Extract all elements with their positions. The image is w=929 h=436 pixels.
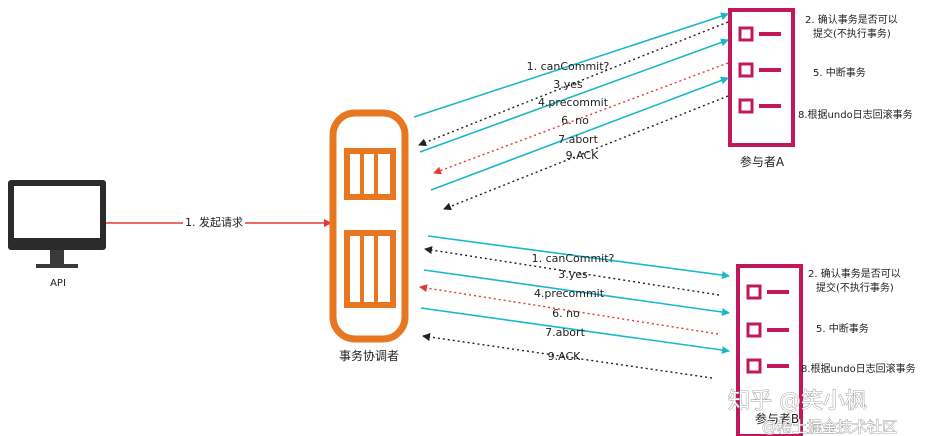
participant-a-label: 参与者A bbox=[740, 154, 785, 169]
server-icon bbox=[329, 109, 409, 343]
checklist-icon bbox=[736, 264, 803, 436]
participant-b-note-3: 5. 中断事务 bbox=[816, 322, 869, 335]
participant-a-note-2: 提交(不执行事务) bbox=[813, 27, 891, 40]
arrow-ack-b bbox=[422, 333, 713, 379]
arrow-no-a bbox=[433, 62, 729, 175]
message-b-no: 6. no bbox=[552, 307, 580, 320]
message-a-precommit: 4.precommit bbox=[538, 96, 609, 109]
api-label: API bbox=[50, 278, 66, 289]
arrow-no-b bbox=[419, 284, 719, 335]
participant-b-label: 参与者B bbox=[755, 411, 799, 426]
message-b-precommit: 4.precommit bbox=[534, 287, 605, 300]
participant-b-note-1: 2. 确认事务是否可以 bbox=[808, 267, 901, 280]
arrow-precommit-a bbox=[419, 38, 729, 153]
checklist-icon bbox=[728, 8, 795, 147]
arrow-yes-a bbox=[418, 21, 729, 147]
watermark-line-2: @稀土掘金技术社区 bbox=[762, 418, 897, 436]
message-a-ack: 9.ACK bbox=[566, 149, 600, 162]
monitor-icon bbox=[8, 180, 106, 268]
message-b-ack: 9.ACK bbox=[548, 350, 582, 363]
coordinator-label: 事务协调者 bbox=[339, 348, 399, 363]
message-b-yes: 3.yes bbox=[558, 268, 588, 281]
arrow-ack-a bbox=[443, 95, 729, 211]
message-b-abort: 7.abort bbox=[545, 326, 585, 339]
request-label: 1. 发起请求 bbox=[185, 215, 243, 229]
arrow-abort-a bbox=[430, 76, 729, 191]
participant-b-note-4: 8.根据undo日志回滚事务 bbox=[801, 362, 916, 375]
arrow-precommit-b bbox=[423, 269, 730, 316]
message-b-cancommit: 1. canCommit? bbox=[532, 252, 615, 265]
participant-a-note-4: 8.根据undo日志回滚事务 bbox=[798, 108, 913, 121]
message-a-abort: 7.abort bbox=[558, 133, 598, 146]
participant-a-note-1: 2. 确认事务是否可以 bbox=[805, 13, 898, 26]
message-a-no: 6. no bbox=[561, 114, 589, 127]
arrow-abort-b bbox=[420, 307, 730, 354]
message-a-cancommit: 1. canCommit? bbox=[527, 60, 610, 73]
watermark-line-1: 知乎 @笑小枫 bbox=[728, 389, 867, 414]
message-a-yes: 3.yes bbox=[553, 78, 583, 91]
participant-a-note-3: 5. 中断事务 bbox=[813, 66, 866, 79]
participant-b-note-2: 提交(不执行事务) bbox=[816, 281, 894, 294]
arrow-cancommit-b bbox=[427, 235, 730, 280]
arrow-cancommit-a bbox=[413, 12, 729, 118]
